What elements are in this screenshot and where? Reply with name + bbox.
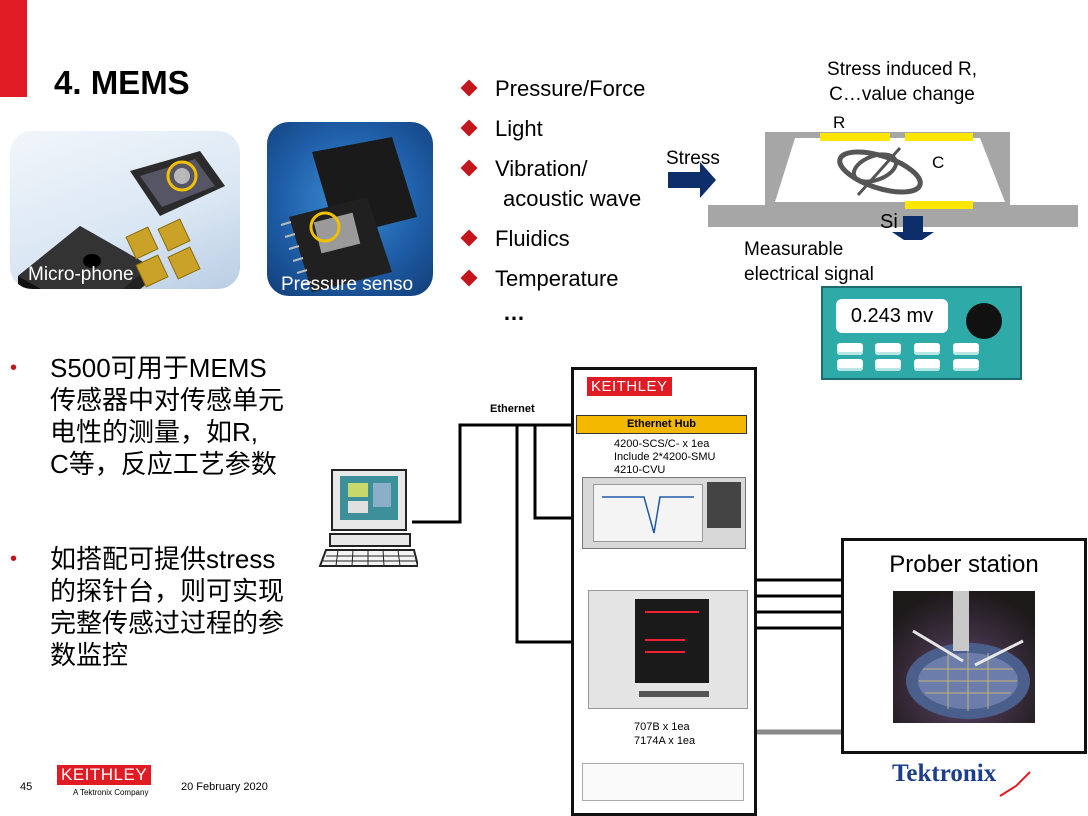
note-measurement: • S500可用于MEMS 传感器中对传感单元 电性的测量，如R, C等，反应工… bbox=[10, 353, 285, 479]
switch-spec-list: 707B x 1ea 7174A x 1ea bbox=[634, 721, 696, 747]
meter-button bbox=[914, 343, 940, 355]
computer-icon bbox=[318, 469, 418, 567]
tektronix-swoosh-icon bbox=[999, 771, 1031, 797]
meter-button bbox=[914, 359, 940, 371]
instrument-rack: KEITHLEY 4200-SCS/C- x 1ea Include 2*420… bbox=[571, 367, 757, 816]
sensing-list: Pressure/Force Light Vibration/ acoustic… bbox=[460, 72, 683, 332]
list-ellipsis: … bbox=[503, 300, 525, 325]
pressure-caption: Pressure senso bbox=[281, 274, 414, 295]
accent-bar bbox=[0, 0, 27, 97]
meter-button bbox=[837, 343, 863, 355]
switch-matrix-unit bbox=[588, 590, 748, 709]
sensor-structure-diagram bbox=[668, 132, 1078, 240]
keithley-logo: KEITHLEY bbox=[57, 765, 152, 785]
spec-list: 4200-SCS/C- x 1ea Include 2*4200-SMU 421… bbox=[614, 438, 716, 476]
parameter-analyzer-unit bbox=[582, 477, 746, 549]
meter-button bbox=[875, 343, 901, 355]
bullet-icon: • bbox=[10, 357, 18, 379]
meter-button bbox=[953, 343, 979, 355]
down-arrow-icon bbox=[892, 216, 934, 240]
meter-knob-icon bbox=[966, 303, 1002, 339]
meter-display: 0.243 mv bbox=[836, 299, 948, 333]
stress-note: Stress induced R, C…value change bbox=[827, 59, 977, 105]
stress-arrow-icon bbox=[668, 162, 716, 198]
c-label: C bbox=[932, 153, 945, 172]
multimeter: 0.243 mv bbox=[821, 286, 1022, 380]
keithley-tagline: A Tektronix Company bbox=[73, 788, 149, 797]
slide-date: 20 February 2020 bbox=[181, 781, 268, 793]
prober-station: Prober station bbox=[841, 538, 1087, 754]
rack-brand-logo: KEITHLEY bbox=[587, 377, 672, 396]
microphone-illustration bbox=[18, 151, 225, 289]
list-item: Fluidics bbox=[460, 226, 570, 252]
meter-button bbox=[837, 359, 863, 371]
microphone-caption: Micro-phone bbox=[28, 264, 134, 285]
stress-label: Stress bbox=[666, 148, 720, 169]
list-item: Vibration/ bbox=[460, 156, 588, 182]
slide-title: 4. MEMS bbox=[54, 64, 190, 101]
ethernet-hub: Ethernet Hub bbox=[576, 415, 747, 434]
prober-photo bbox=[893, 591, 1035, 723]
meter-button bbox=[875, 359, 901, 371]
ethernet-label: Ethernet bbox=[490, 403, 535, 415]
list-item: Temperature bbox=[460, 266, 619, 292]
si-label: Si bbox=[880, 211, 898, 233]
r-label: R bbox=[833, 113, 846, 132]
list-item: Light bbox=[460, 116, 543, 142]
bullet-icon: • bbox=[10, 548, 18, 570]
microphone-photo: Micro-phone bbox=[10, 131, 240, 289]
note-stress-monitoring: • 如搭配可提供stress 的探针台，则可实现 完整传感过过程的参 数监控 bbox=[10, 544, 285, 670]
rack-rear-panel bbox=[582, 763, 744, 801]
page-number: 45 bbox=[20, 781, 33, 793]
signal-note: Measurable electrical signal bbox=[744, 239, 874, 285]
pressure-sensor-illustration bbox=[280, 137, 417, 292]
pressure-sensor-photo: Pressure senso bbox=[267, 122, 433, 296]
prober-label: Prober station bbox=[889, 551, 1039, 578]
list-item: Pressure/Force bbox=[460, 76, 645, 102]
tektronix-logo: Tektronix bbox=[892, 760, 997, 787]
meter-button bbox=[953, 359, 979, 371]
list-item-continued: acoustic wave bbox=[503, 186, 642, 211]
